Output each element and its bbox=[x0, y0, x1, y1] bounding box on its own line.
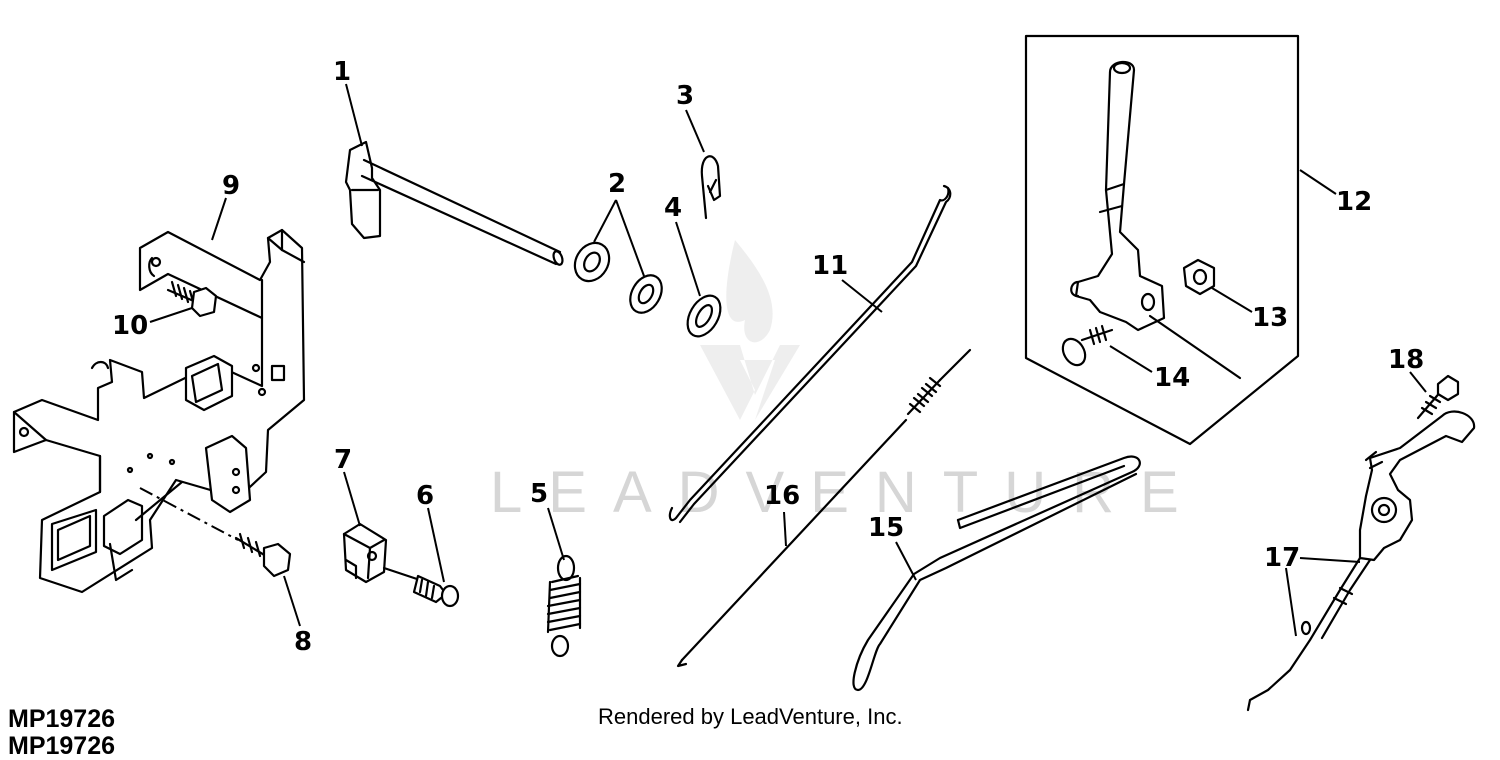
watermark-text: LEADVENTURE bbox=[490, 460, 1205, 525]
leader-15 bbox=[895, 541, 917, 581]
part-8-screw bbox=[139, 487, 292, 578]
part-17-cable-assembly bbox=[1246, 410, 1476, 712]
callout-10: 10 bbox=[112, 311, 148, 341]
leader-1 bbox=[345, 83, 363, 147]
diagram-id-label: MP19726 bbox=[8, 705, 116, 733]
leader-lines bbox=[149, 83, 1427, 637]
part-11-rod bbox=[668, 184, 952, 524]
callout-6: 6 bbox=[416, 481, 434, 511]
diagram-id-label-secondary: MP19726 bbox=[8, 732, 116, 760]
part-10-screw bbox=[166, 280, 218, 318]
callout-15: 15 bbox=[868, 513, 904, 543]
leader-11 bbox=[841, 279, 883, 313]
parts-diagram: LEADVENTURE bbox=[12, 34, 1476, 712]
part-9-bracket bbox=[12, 228, 306, 594]
leader-10 bbox=[149, 307, 193, 323]
callout-16: 16 bbox=[764, 481, 800, 511]
watermark-logo-icon bbox=[700, 240, 800, 420]
leader-17 bbox=[1285, 557, 1361, 637]
part-3-clip bbox=[700, 155, 722, 220]
leader-6 bbox=[427, 507, 445, 583]
part-2-washers bbox=[573, 241, 663, 314]
callout-17: 17 bbox=[1264, 543, 1300, 573]
leader-2 bbox=[593, 199, 645, 277]
part-18-screw bbox=[1416, 374, 1460, 420]
callout-14: 14 bbox=[1154, 363, 1190, 393]
leader-13 bbox=[1211, 287, 1253, 313]
part-6-screw bbox=[382, 566, 460, 608]
leader-14 bbox=[1109, 345, 1153, 373]
callout-13: 13 bbox=[1252, 303, 1288, 333]
callout-7: 7 bbox=[334, 445, 352, 475]
callout-18: 18 bbox=[1388, 345, 1424, 375]
leader-8 bbox=[283, 575, 301, 627]
render-credit: Rendered by LeadVenture, Inc. bbox=[598, 704, 903, 729]
leader-16 bbox=[783, 511, 787, 547]
leader-12 bbox=[1299, 169, 1337, 195]
callout-12: 12 bbox=[1336, 187, 1372, 217]
part-12-assembly-box bbox=[1024, 34, 1300, 446]
part-7-clip bbox=[342, 522, 388, 584]
part-16-rod bbox=[676, 348, 972, 668]
leader-3 bbox=[685, 109, 705, 153]
callout-2: 2 bbox=[608, 169, 626, 199]
callout-1: 1 bbox=[333, 57, 351, 87]
callout-3: 3 bbox=[676, 81, 694, 111]
watermark: LEADVENTURE bbox=[490, 240, 1205, 525]
callouts: 1 2 3 4 5 6 7 8 9 10 11 12 13 14 15 16 1… bbox=[112, 57, 1424, 657]
leader-18 bbox=[1409, 371, 1427, 393]
part-13-nut bbox=[1182, 258, 1216, 296]
callout-8: 8 bbox=[294, 627, 312, 657]
leader-9 bbox=[211, 197, 227, 241]
callout-5: 5 bbox=[530, 479, 548, 509]
part-4-washer bbox=[686, 294, 722, 338]
part-14-screw bbox=[1061, 324, 1114, 367]
leader-7 bbox=[343, 471, 361, 527]
callout-9: 9 bbox=[222, 171, 240, 201]
part-15-rod bbox=[852, 455, 1141, 692]
leader-5 bbox=[547, 507, 565, 561]
leader-4 bbox=[675, 221, 701, 297]
part-1-shaft bbox=[344, 140, 564, 266]
callout-4: 4 bbox=[664, 193, 682, 223]
part-5-spring bbox=[546, 554, 582, 658]
callout-11: 11 bbox=[812, 251, 848, 281]
